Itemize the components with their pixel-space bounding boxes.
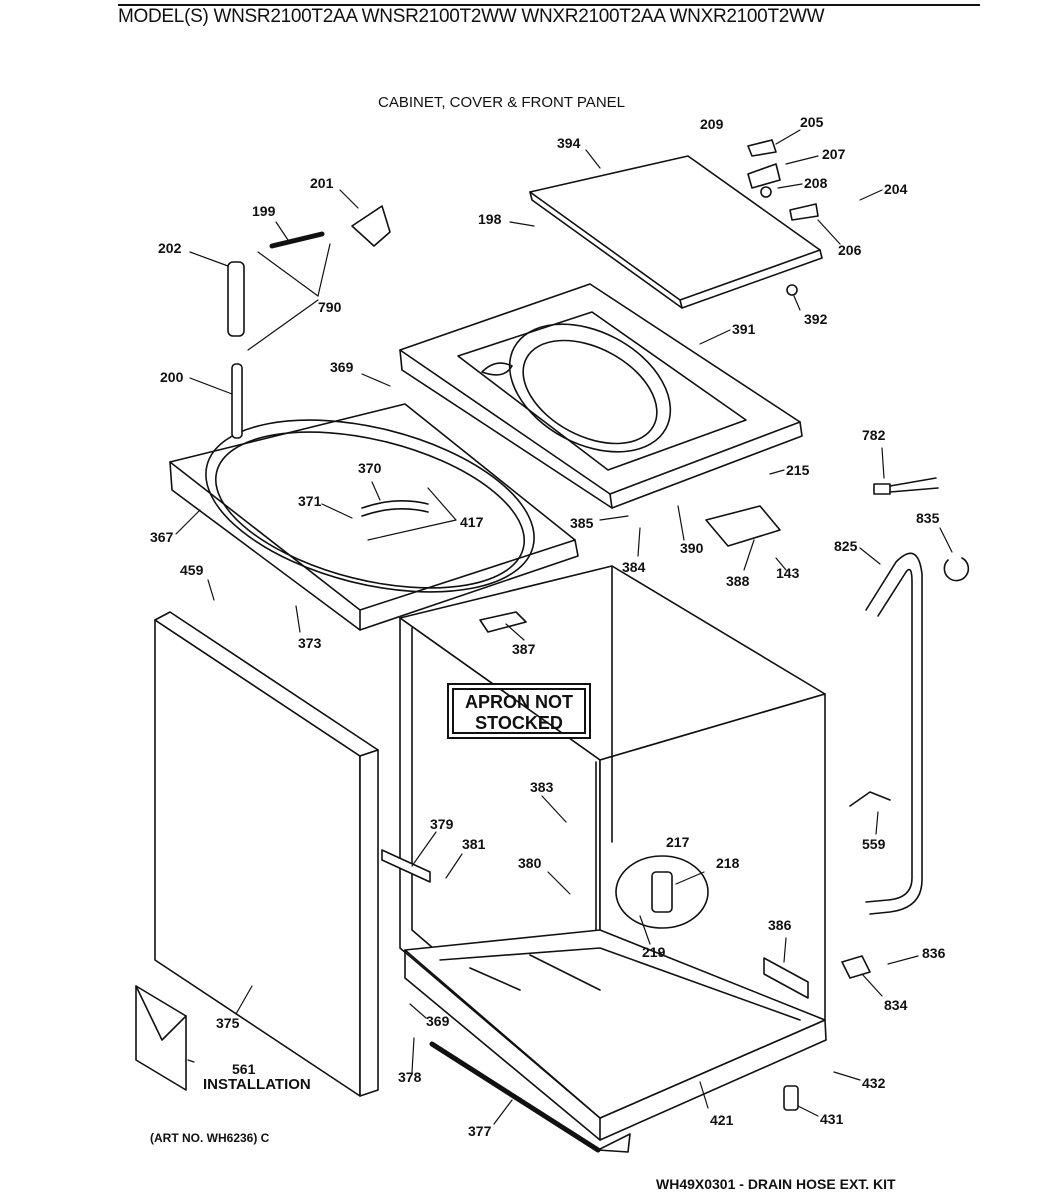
- part-label: 381: [462, 836, 486, 852]
- part-label: 373: [298, 635, 322, 651]
- part-label: 559: [862, 836, 886, 852]
- apron-note-line2: STOCKED: [475, 713, 563, 733]
- part-label: 200: [160, 369, 184, 385]
- part-label: 201: [310, 175, 334, 191]
- drain-hose: [865, 552, 923, 915]
- part-label: 392: [804, 311, 828, 327]
- part-label: 386: [768, 917, 792, 933]
- part-label: 204: [884, 181, 908, 197]
- part-label: 377: [468, 1123, 492, 1139]
- part-label: 206: [838, 242, 862, 258]
- part-label: 836: [922, 945, 946, 961]
- part-label: 371: [298, 493, 322, 509]
- front-panel: [154, 611, 379, 1097]
- part-label: 790: [318, 299, 342, 315]
- part-label: 199: [252, 203, 276, 219]
- part-label: 369: [330, 359, 354, 375]
- part-label: 417: [460, 514, 484, 530]
- small-parts: [227, 139, 970, 1153]
- part-label: 209: [700, 116, 724, 132]
- part-label: 219: [642, 944, 666, 960]
- part-label: 391: [732, 321, 756, 337]
- leader-lines: [175, 129, 953, 1125]
- part-label: 198: [478, 211, 502, 227]
- part-label: 834: [884, 997, 908, 1013]
- part-label: 782: [862, 427, 886, 443]
- art-number: (ART NO. WH6236) C: [150, 1131, 270, 1145]
- part-label: 388: [726, 573, 750, 589]
- part-label: 217: [666, 834, 690, 850]
- section-title: CABINET, COVER & FRONT PANEL: [378, 94, 625, 111]
- part-label: 218: [716, 855, 740, 871]
- part-label: 367: [150, 529, 174, 545]
- part-label: 208: [804, 175, 828, 191]
- part-label: 385: [570, 515, 594, 531]
- part-label: 207: [822, 146, 846, 162]
- drain-hose-kit-note: WH49X0301 - DRAIN HOSE EXT. KIT: [656, 1176, 896, 1192]
- part-label: 421: [710, 1112, 734, 1128]
- apron-note-line1: APRON NOT: [465, 692, 573, 712]
- header-rule: [118, 4, 980, 6]
- part-label: 387: [512, 641, 536, 657]
- part-label: 825: [834, 538, 858, 554]
- apron-not-stocked-note: APRON NOT STOCKED: [452, 688, 586, 734]
- part-label: 431: [820, 1111, 844, 1127]
- part-label: 561: [232, 1061, 256, 1077]
- cabinet-body: [399, 565, 827, 1141]
- part-label: 215: [786, 462, 810, 478]
- part-label: 432: [862, 1075, 886, 1091]
- part-label: 143: [776, 565, 800, 581]
- part-label: 375: [216, 1015, 240, 1031]
- tub-ring-frame: [169, 403, 579, 631]
- part-label: 459: [180, 562, 204, 578]
- part-label: 370: [358, 460, 382, 476]
- part-label: 379: [430, 816, 454, 832]
- main-top-frame: [399, 283, 803, 509]
- installation-label: INSTALLATION: [203, 1076, 311, 1093]
- part-label: 369: [426, 1013, 450, 1029]
- part-label: 835: [916, 510, 940, 526]
- part-label: 384: [622, 559, 646, 575]
- part-label: 202: [158, 240, 182, 256]
- part-label: 383: [530, 779, 554, 795]
- part-label: 394: [557, 135, 581, 151]
- part-label: 205: [800, 114, 824, 130]
- model-header: MODEL(S) WNSR2100T2AA WNSR2100T2WW WNXR2…: [118, 6, 825, 27]
- top-cover-lid: [529, 155, 823, 309]
- installation-envelope: [135, 985, 187, 1091]
- part-label: 390: [680, 540, 704, 556]
- part-label: 378: [398, 1069, 422, 1085]
- part-label: 380: [518, 855, 542, 871]
